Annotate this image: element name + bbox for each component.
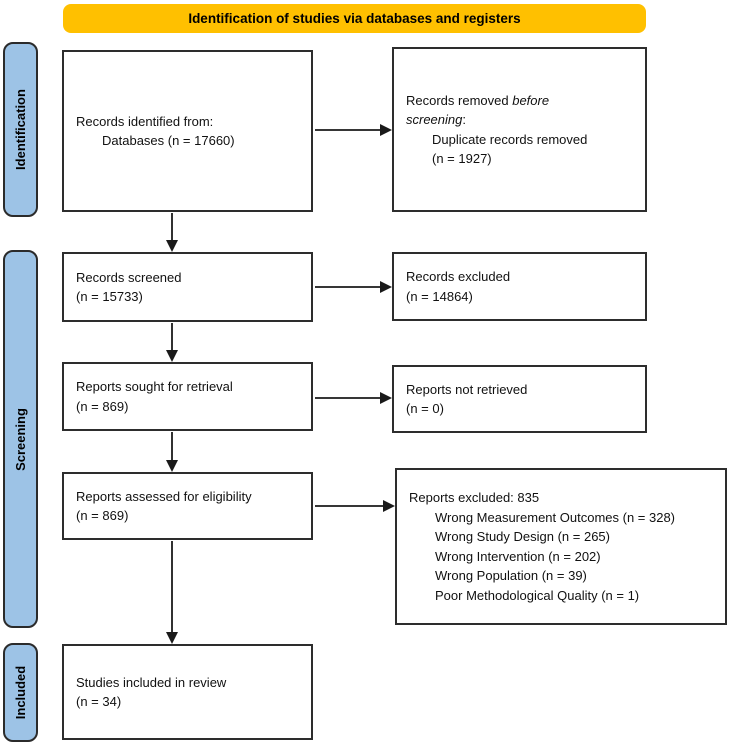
arrow-assessed-to-reports-excluded — [315, 500, 395, 512]
arrow-assessed-to-included — [166, 541, 178, 644]
stage-label-identification: Identification — [3, 42, 38, 217]
box-records-excluded: Records excluded(n = 14864) — [392, 252, 647, 321]
stage-label-screening-text: Screening — [13, 407, 29, 471]
stage-label-included: Included — [3, 643, 38, 742]
stage-label-included-text: Included — [13, 665, 29, 720]
box-reports-sought: Reports sought for retrieval(n = 869) — [62, 362, 313, 431]
stage-label-identification-text: Identification — [13, 89, 29, 170]
box-studies-included: Studies included in review(n = 34) — [62, 644, 313, 740]
box-reports-not-retrieved: Reports not retrieved(n = 0) — [392, 365, 647, 433]
arrow-screened-to-excluded — [315, 281, 392, 293]
stage-label-screening: Screening — [3, 250, 38, 628]
box-records-identified: Records identified from:Databases (n = 1… — [62, 50, 313, 212]
arrow-sought-to-not-retrieved — [315, 392, 392, 404]
arrow-sought-to-assessed — [166, 432, 178, 472]
arrow-screened-to-sought — [166, 323, 178, 362]
arrow-identified-to-removed — [315, 124, 392, 136]
box-records-screened: Records screened(n = 15733) — [62, 252, 313, 322]
banner-title: Identification of studies via databases … — [63, 4, 646, 33]
arrow-identified-to-screened — [166, 213, 178, 252]
box-reports-assessed: Reports assessed for eligibility(n = 869… — [62, 472, 313, 540]
